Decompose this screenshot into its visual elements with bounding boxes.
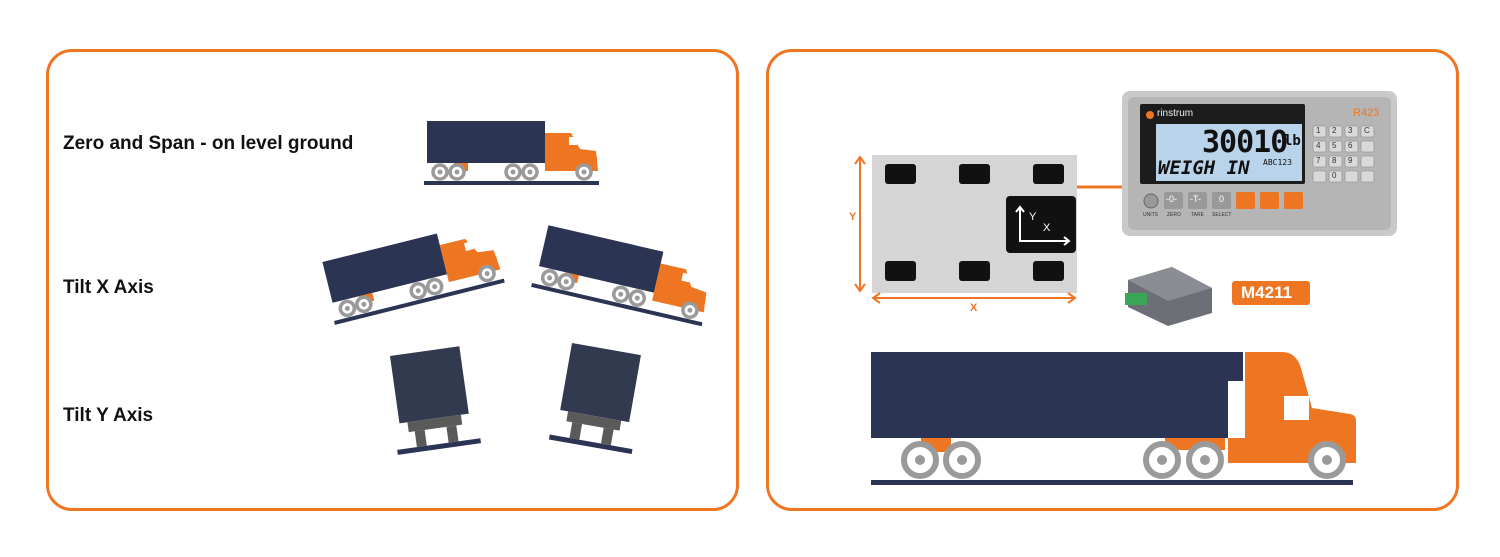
function-button-3[interactable] xyxy=(1284,192,1303,209)
keypad-key-8[interactable]: 8 xyxy=(1332,156,1337,165)
function-button-2[interactable] xyxy=(1260,192,1279,209)
keypad-key-C[interactable]: C xyxy=(1364,126,1370,135)
indicator-model: R423 xyxy=(1353,107,1380,119)
sensor-x-label: X xyxy=(1043,222,1051,234)
keypad-key-6[interactable]: 6 xyxy=(1348,141,1353,150)
indicator-display xyxy=(1156,124,1302,181)
tilt-x-label: Tilt X Axis xyxy=(63,277,154,298)
units-button-label: UNITS xyxy=(1143,212,1158,218)
tare-glyph: -T- xyxy=(1190,194,1201,204)
function-button-1[interactable] xyxy=(1236,192,1255,209)
keypad-key-1[interactable]: 1 xyxy=(1316,126,1321,135)
tare-button-label: TARE xyxy=(1191,212,1204,218)
truck-tilt-x-up-icon xyxy=(317,218,507,327)
tare-button[interactable] xyxy=(1188,192,1207,209)
brand-logo-icon xyxy=(1146,111,1154,119)
select-glyph: 0 xyxy=(1219,194,1225,204)
indicator-reading: 30010 xyxy=(1202,125,1288,160)
truck-level-icon xyxy=(422,119,601,187)
select-button-label: SELECT xyxy=(1212,212,1232,218)
big-truck-icon xyxy=(871,352,1356,485)
keypad-key-9[interactable]: 9 xyxy=(1348,156,1353,165)
truck-tilt-y-right-icon xyxy=(548,341,649,455)
sensor-y-label: Y xyxy=(1029,211,1037,223)
zero-button-label: ZERO xyxy=(1167,212,1181,218)
indicator-status: WEIGH IN xyxy=(1158,157,1250,179)
keypad-key-4[interactable]: 4 xyxy=(1316,141,1321,150)
keypad-key-7[interactable]: 7 xyxy=(1316,156,1321,165)
indicator-unit: lb xyxy=(1284,133,1301,149)
y-axis-label: Y xyxy=(849,211,857,223)
keypad-key-2[interactable]: 2 xyxy=(1332,126,1337,135)
truck-tilt-x-down-icon xyxy=(529,222,718,329)
keypad-key-3[interactable]: 3 xyxy=(1348,126,1353,135)
indicator-brand: rinstrum xyxy=(1157,108,1194,119)
select-button[interactable] xyxy=(1212,192,1231,209)
zero-span-label: Zero and Span - on level ground xyxy=(63,133,354,154)
x-axis-label: X xyxy=(970,302,978,314)
module-label: M4211 xyxy=(1241,283,1293,302)
weight-indicator xyxy=(1122,91,1397,236)
keypad-key-5[interactable]: 5 xyxy=(1332,141,1337,150)
m4211-module-icon xyxy=(1125,267,1212,326)
zero-glyph: -0- xyxy=(1166,194,1177,204)
platform-diagram xyxy=(872,155,1077,293)
units-button[interactable] xyxy=(1143,193,1159,209)
keypad-key-0[interactable]: 0 xyxy=(1332,171,1337,180)
module-label-badge xyxy=(1232,281,1310,305)
indicator-subtext: ABC123 xyxy=(1263,158,1292,167)
tilt-y-label: Tilt Y Axis xyxy=(63,405,154,426)
axis-arrows xyxy=(854,155,1077,304)
zero-button[interactable] xyxy=(1164,192,1183,209)
keypad[interactable] xyxy=(1312,125,1375,183)
truck-tilt-y-left-icon xyxy=(384,345,482,455)
